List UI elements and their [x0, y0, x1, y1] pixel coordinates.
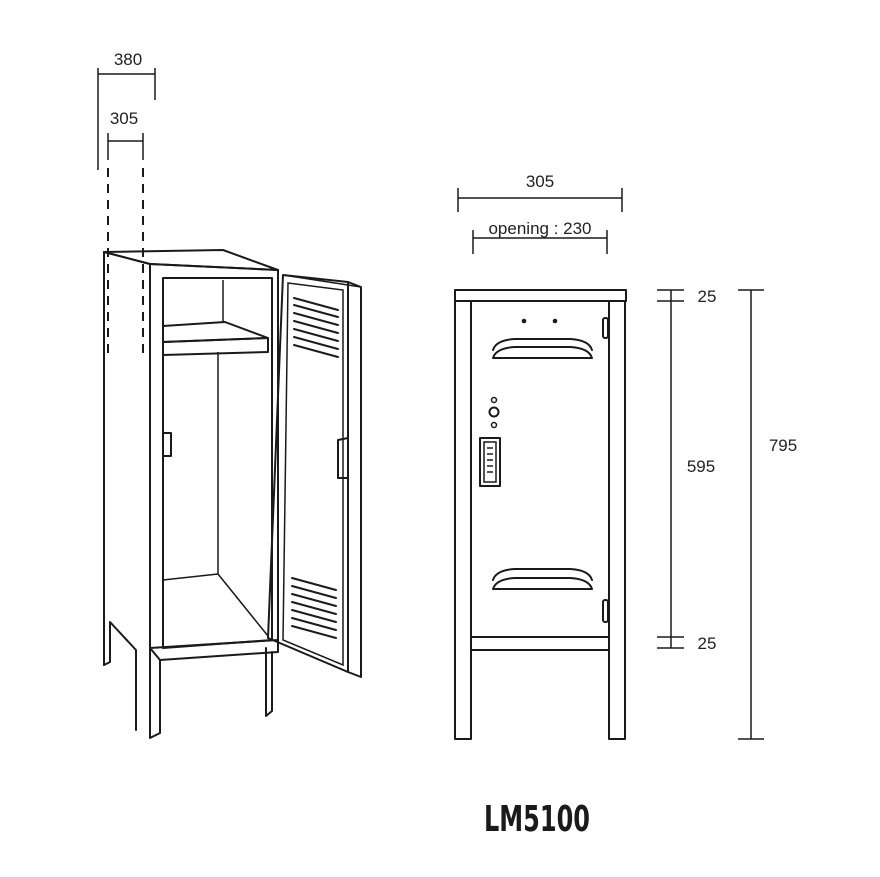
- combination-lock: [479, 396, 501, 487]
- door-dot-left: [521, 318, 527, 324]
- door-lower-vents: [291, 577, 337, 639]
- bottom-rail: [470, 636, 610, 651]
- lock-body: [479, 437, 501, 487]
- front-view: 305 opening : 230: [454, 172, 797, 740]
- lock-pin-top: [490, 396, 498, 404]
- dim-outer-width: 380: [97, 50, 156, 170]
- right-stile: [608, 300, 626, 740]
- dim-inner-width: 305: [107, 109, 144, 355]
- cabinet-body: [103, 249, 279, 739]
- perspective-view: 380 305: [97, 50, 362, 739]
- front-lower-vent: [492, 568, 593, 590]
- front-width-label: 305: [526, 172, 554, 191]
- total-height-label: 795: [769, 436, 797, 455]
- door-handle: [337, 437, 349, 479]
- lock-pin-bottom: [490, 421, 498, 429]
- dim-opening: opening : 230: [472, 219, 608, 254]
- dim-front-width: 305: [457, 172, 623, 212]
- upper-hinge: [602, 317, 609, 339]
- locker-top: [454, 289, 627, 302]
- top-rail-label: 25: [698, 287, 717, 306]
- door-upper-vents: [293, 297, 339, 358]
- dim-heights: 25 595 25 795: [657, 287, 797, 740]
- lock-knob: [488, 406, 500, 418]
- open-door: [267, 274, 362, 678]
- model-name: LM5100: [484, 799, 590, 840]
- outer-width-label: 380: [114, 50, 142, 69]
- left-stile: [454, 300, 472, 740]
- front-upper-vent: [492, 338, 593, 359]
- bottom-rail-label: 25: [698, 634, 717, 653]
- lower-hinge: [602, 599, 609, 623]
- inner-width-label: 305: [110, 109, 138, 128]
- door-dot-right: [552, 318, 558, 324]
- lock-dial-window: [483, 441, 497, 483]
- opening-label: opening : 230: [488, 219, 591, 238]
- door-height-label: 595: [687, 457, 715, 476]
